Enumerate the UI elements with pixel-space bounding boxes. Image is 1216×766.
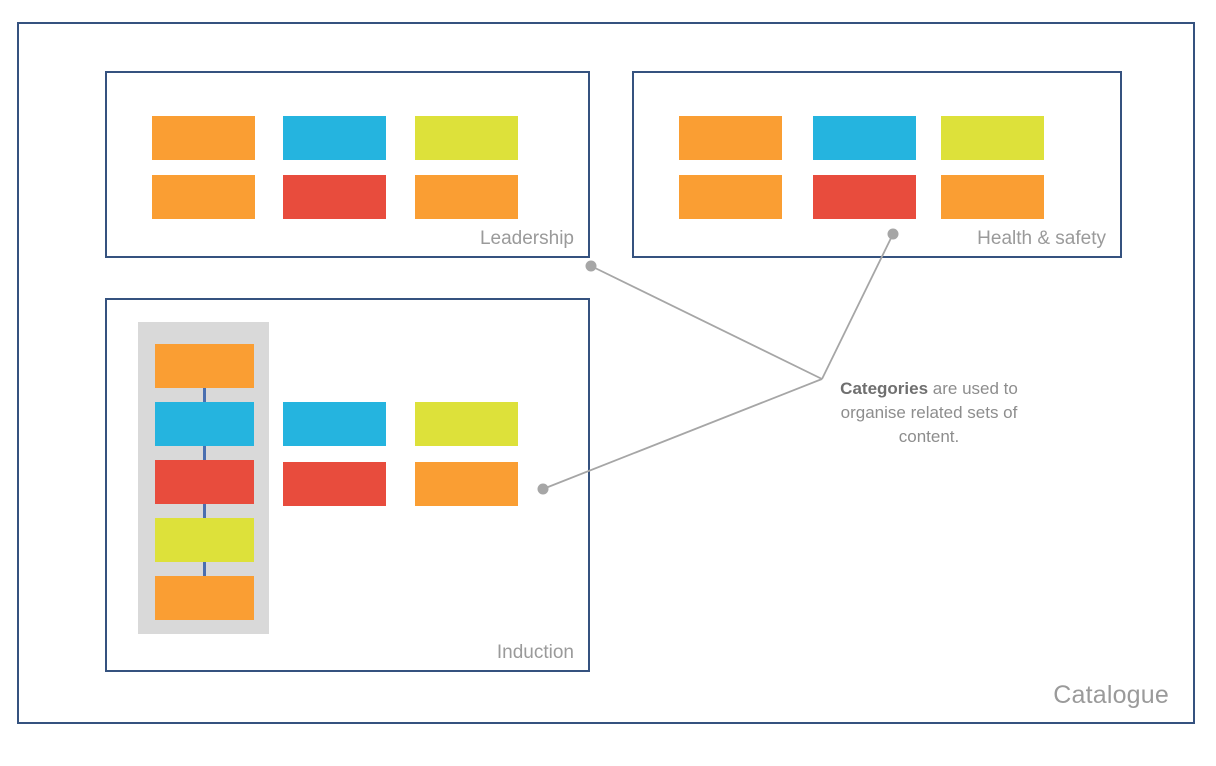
tile-red[interactable] xyxy=(813,175,916,219)
tile-cyan[interactable] xyxy=(283,116,386,160)
catalogue-label: Catalogue xyxy=(1053,681,1169,709)
category-label-leadership: Leadership xyxy=(479,228,574,249)
category-panel-health-safety[interactable]: Health & safety xyxy=(632,71,1122,258)
tile-orange[interactable] xyxy=(415,175,518,219)
annotation-rest-text: are used to organise related sets of con… xyxy=(840,379,1018,446)
tile-cyan[interactable] xyxy=(283,402,386,446)
category-label-health-safety: Health & safety xyxy=(977,228,1106,249)
sequence-connector xyxy=(203,504,206,518)
tile-orange[interactable] xyxy=(415,462,518,506)
category-label-induction: Induction xyxy=(496,642,574,663)
sequence-connector xyxy=(203,446,206,460)
category-panel-leadership[interactable]: Leadership xyxy=(105,71,590,258)
annotation-callout: Categories are used to organise related … xyxy=(834,377,1024,449)
tile-cyan[interactable] xyxy=(813,116,916,160)
tile-yellow[interactable] xyxy=(941,116,1044,160)
annotation-bold-term: Categories xyxy=(840,379,929,398)
sequence-tile-yellow[interactable] xyxy=(155,518,254,562)
tile-orange[interactable] xyxy=(679,175,782,219)
tile-orange[interactable] xyxy=(679,116,782,160)
tile-orange[interactable] xyxy=(152,175,255,219)
sequence-tile-orange[interactable] xyxy=(155,344,254,388)
tile-orange[interactable] xyxy=(941,175,1044,219)
tile-yellow[interactable] xyxy=(415,116,518,160)
sequence-connector xyxy=(203,388,206,402)
tile-red[interactable] xyxy=(283,462,386,506)
learning-path-sequence[interactable] xyxy=(138,322,269,634)
sequence-tile-cyan[interactable] xyxy=(155,402,254,446)
sequence-connector xyxy=(203,562,206,576)
sequence-tile-orange[interactable] xyxy=(155,576,254,620)
tile-yellow[interactable] xyxy=(415,402,518,446)
tile-orange[interactable] xyxy=(152,116,255,160)
category-panel-induction[interactable]: Induction xyxy=(105,298,590,672)
tile-red[interactable] xyxy=(283,175,386,219)
sequence-tile-red[interactable] xyxy=(155,460,254,504)
